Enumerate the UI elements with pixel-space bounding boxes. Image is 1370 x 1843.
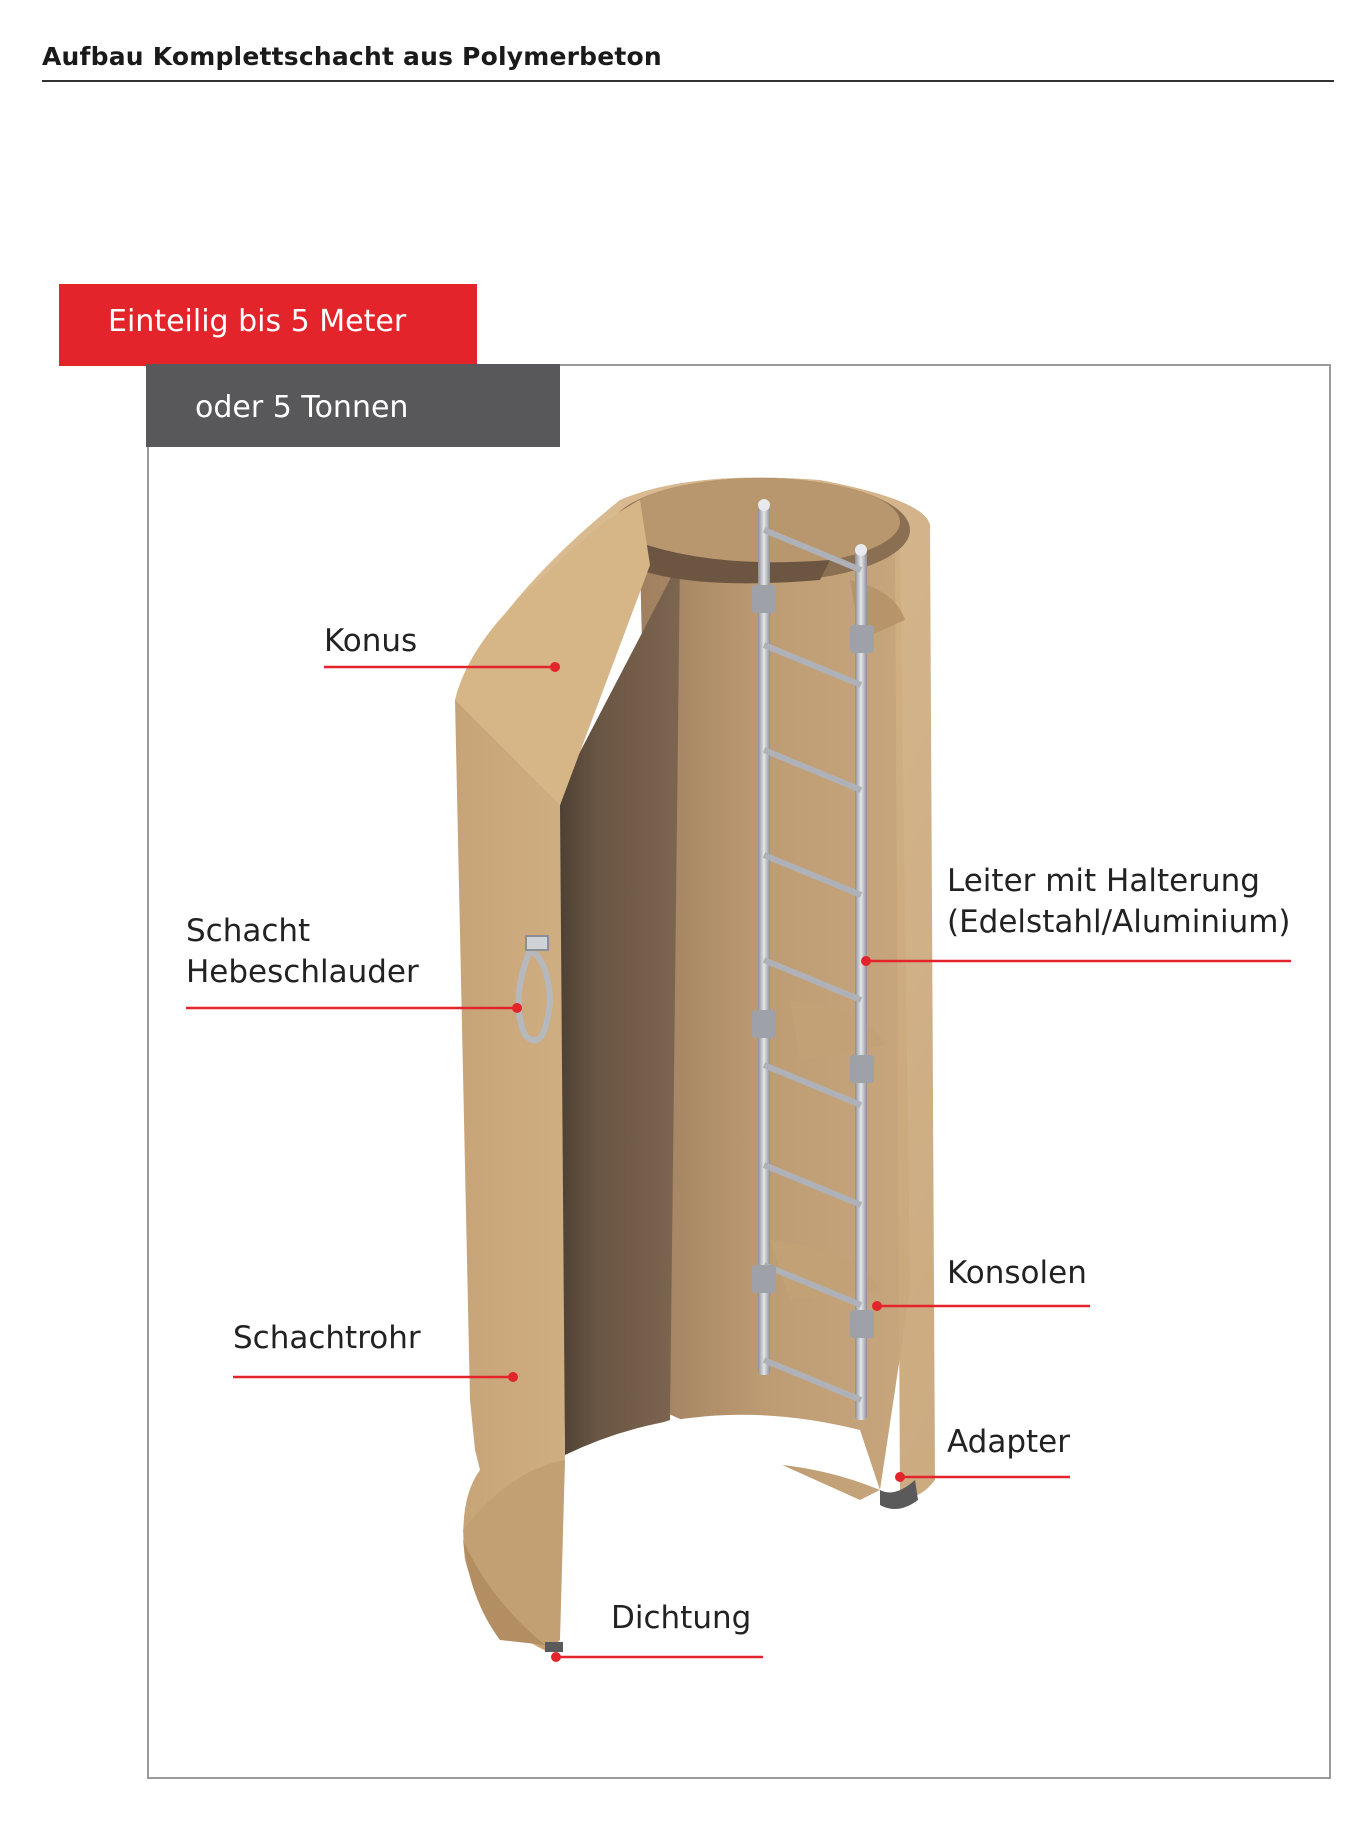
adapter-ring [880,1480,918,1509]
label-schachtrohr: Schachtrohr [233,1320,518,1382]
shaft-arch [565,1414,880,1650]
svg-text:Hebeschlauder: Hebeschlauder [186,954,419,990]
page-title: Aufbau Komplettschacht aus Polymerbeton [42,42,662,71]
label-dichtung: Dichtung [551,1600,763,1662]
badge-weight: oder 5 Tonnen [146,364,560,447]
svg-text:Adapter: Adapter [947,1424,1070,1460]
console-bottom [770,1240,880,1300]
label-hebeschlauder: Schacht Hebeschlauder [186,913,522,1013]
lifting-loop [515,935,554,1044]
label-leiter: Leiter mit Halterung (Edelstahl/Aluminiu… [861,863,1291,966]
svg-text:(Edelstahl/Aluminium): (Edelstahl/Aluminium) [947,904,1291,940]
ladder [752,499,874,1420]
illustration-frame [147,364,1331,1779]
badge-one-piece: Einteilig bis 5 Meter [59,284,477,366]
label-adapter: Adapter [895,1424,1070,1482]
label-konsolen: Konsolen [872,1255,1090,1311]
shaft-inner-wall [555,560,680,1455]
svg-text:Leiter mit Halterung: Leiter mit Halterung [947,863,1260,899]
shaft-outer-wall [455,560,640,1652]
svg-text:Schacht: Schacht [186,913,310,949]
svg-text:Dichtung: Dichtung [611,1600,751,1636]
gasket [545,1642,563,1652]
label-konus: Konus [324,623,560,672]
svg-text:Schachtrohr: Schachtrohr [233,1320,421,1356]
svg-text:Konus: Konus [324,623,417,659]
svg-text:Konsolen: Konsolen [947,1255,1087,1291]
title-divider [42,80,1334,82]
